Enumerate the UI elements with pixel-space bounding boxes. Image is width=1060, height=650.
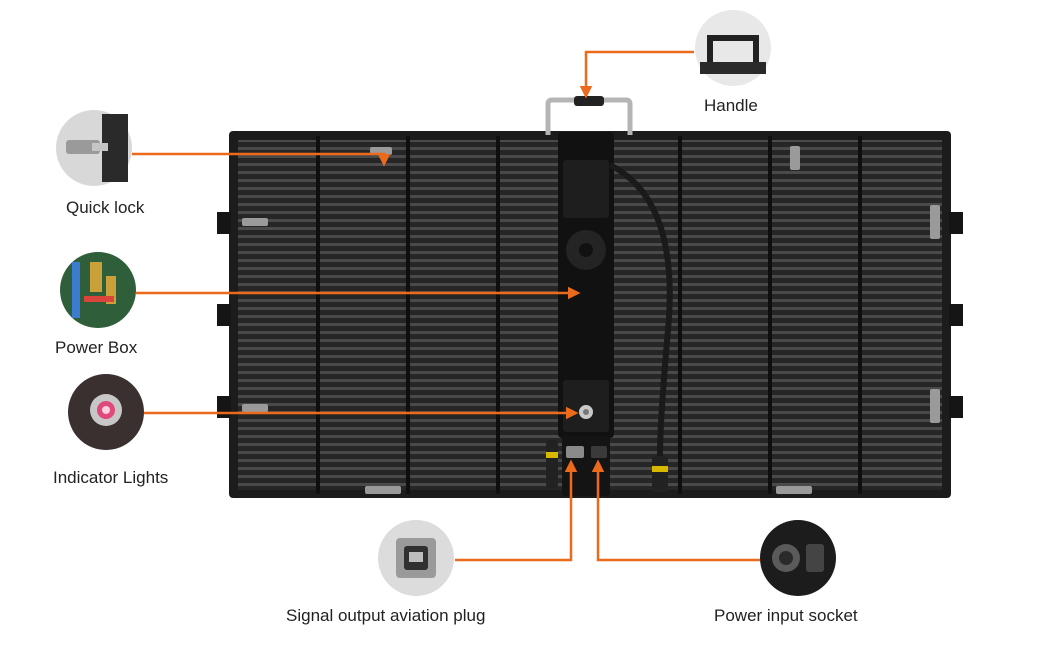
power-box-label: Power Box	[55, 338, 138, 357]
power-socket-icon	[760, 520, 836, 596]
callout-lines	[132, 50, 760, 562]
quick-lock-callout-line	[132, 152, 391, 167]
power-socket-label: Power input socket	[714, 606, 858, 625]
signal-plug-label: Signal output aviation plug	[286, 606, 486, 625]
handle-label: Handle	[704, 96, 758, 115]
panel-columns	[316, 136, 862, 494]
panel-handle	[545, 96, 633, 135]
side-brackets	[217, 212, 963, 418]
handle-icon	[695, 10, 771, 86]
indicator-lights-label: Indicator Lights	[53, 468, 169, 487]
handle-callout-line	[579, 50, 694, 99]
aviation-plug-icon	[378, 520, 454, 596]
power-box	[546, 132, 673, 496]
quick-lock-label: Quick lock	[66, 198, 145, 217]
indicator-light-icon	[68, 374, 144, 450]
power-socket-callout-line	[591, 459, 760, 562]
quick-lock-icon	[56, 110, 132, 186]
signal-plug-callout-line	[455, 459, 578, 562]
power-box-icon	[60, 252, 136, 328]
